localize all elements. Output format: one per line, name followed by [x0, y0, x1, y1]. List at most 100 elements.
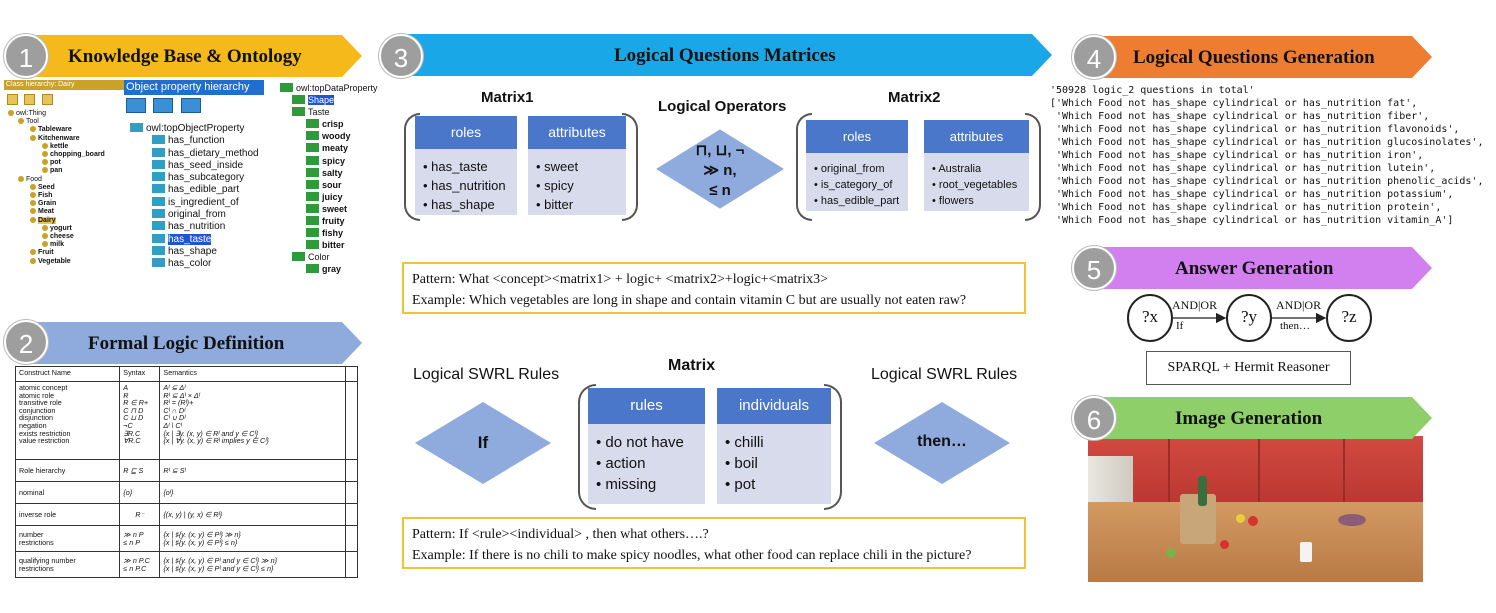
lime [1166, 548, 1176, 558]
add-sibling-icon[interactable] [24, 94, 36, 105]
tree-node-selected[interactable]: has_taste [130, 233, 259, 246]
add-subproperty-icon[interactable] [126, 98, 146, 113]
tree-node[interactable]: Seed [8, 183, 105, 192]
delete-property-icon[interactable] [180, 98, 201, 113]
tree-node-selected[interactable]: Shape [280, 94, 378, 106]
class-icon [42, 142, 48, 149]
data-property-icon [306, 228, 319, 238]
cabinet-line [1258, 436, 1260, 506]
tree-node[interactable]: owl:topDataProperty [280, 82, 378, 94]
question-line: ['Which Food not has_shape cylindrical o… [1050, 98, 1418, 109]
property-icon [152, 172, 165, 182]
tree-node[interactable]: has_dietary_method [130, 147, 259, 160]
matrix1-col1-body: has_taste has_nutrition has_shape [415, 149, 517, 215]
step6-banner [1092, 397, 1432, 439]
step2-title: Formal Logic Definition [88, 333, 285, 354]
tree-node[interactable]: sour [280, 179, 378, 191]
tree-node[interactable]: Grain [8, 200, 105, 208]
table-cell: Role hierarchy [14, 459, 121, 482]
data-property-icon [292, 252, 305, 262]
tree-node[interactable]: Food [8, 175, 105, 184]
table-cell: ≫ n P≤ n P [119, 525, 161, 552]
tree-node[interactable]: juicy [280, 191, 378, 203]
tree-node[interactable]: has_color [130, 258, 259, 270]
list-item: Australia [932, 161, 1021, 177]
tree-node[interactable]: meaty [280, 142, 378, 154]
tree-node[interactable]: kettle [8, 142, 105, 151]
tree-node[interactable]: owl:topObjectProperty [130, 123, 259, 135]
table-row: Role hierarchy R ⊑ S Rᴵ ⊆ Sᴵ [14, 459, 359, 482]
tree-node[interactable]: fruity [280, 215, 378, 227]
red-cabinet-wall [1088, 436, 1423, 512]
tree-node[interactable]: woody [280, 130, 378, 142]
data-property-tree: owl:topDataProperty Shape Taste crisp wo… [280, 82, 378, 276]
data-property-icon [306, 119, 319, 129]
question-line: 'Which Food not has_shape cylindrical or… [1050, 137, 1484, 148]
tree-node[interactable]: Tool [8, 118, 105, 126]
tree-node[interactable]: spicy [280, 155, 378, 167]
tree-node[interactable]: has_function [130, 135, 259, 147]
tree-node[interactable]: chopping_board [8, 151, 105, 159]
class-icon [30, 192, 36, 199]
data-property-icon [280, 83, 293, 92]
table-cell: nominal [14, 481, 121, 504]
tree-node[interactable]: owl:Thing [8, 110, 105, 118]
tree-node[interactable]: has_seed_inside [130, 159, 259, 172]
step3-title: Logical Questions Matrices [614, 45, 836, 66]
question-line: 'Which Food not has_shape cylindrical or… [1050, 176, 1484, 187]
question-count: '50928 logic_2 questions in total' [1050, 85, 1255, 96]
tree-node[interactable]: gray [280, 263, 378, 275]
step6-badge: 6 [1072, 396, 1116, 440]
data-property-icon [306, 191, 319, 201]
diamond-shape [656, 129, 784, 209]
object-property-tree: owl:topObjectProperty has_function has_d… [130, 123, 259, 271]
tree-node[interactable]: pot [8, 159, 105, 167]
class-icon [30, 183, 36, 190]
tree-node-selected[interactable]: Dairy [8, 216, 105, 225]
tree-node[interactable]: Vegetable [8, 257, 105, 266]
tree-node[interactable]: cheese [8, 233, 105, 241]
tree-node[interactable]: bitter [280, 239, 378, 251]
tree-node[interactable]: Fruit [8, 249, 105, 257]
tree-node[interactable]: Tableware [8, 126, 105, 134]
tomato [1220, 540, 1229, 549]
tree-node[interactable]: yogurt [8, 224, 105, 233]
tree-node[interactable]: sweet [280, 203, 378, 215]
tree-node[interactable]: Color [280, 251, 378, 263]
tree-node[interactable]: crisp [280, 118, 378, 130]
delete-class-icon[interactable] [41, 94, 53, 105]
class-icon [30, 249, 36, 256]
tree-node[interactable]: has_subcategory [130, 172, 259, 184]
bowl [1338, 514, 1366, 526]
list-item: action [596, 453, 697, 474]
list-item: do not have [596, 432, 697, 453]
step5-title: Answer Generation [1175, 258, 1334, 279]
question-line: 'Which Food not has_shape cylindrical or… [1050, 189, 1454, 200]
table-cell: R ⊑ S [119, 459, 161, 482]
step4-banner [1092, 36, 1432, 78]
tree-node[interactable]: Meat [8, 208, 105, 216]
table-cell: inverse role [14, 503, 121, 526]
example-text: Example: Which vegetables are long in sh… [412, 293, 967, 308]
tree-node[interactable]: Kitchenware [8, 134, 105, 143]
tree-node[interactable]: is_ingredient_of [130, 196, 259, 209]
tree-node[interactable]: has_edible_part [130, 184, 259, 196]
tree-node[interactable]: milk [8, 241, 105, 249]
tree-node[interactable]: has_nutrition [130, 221, 259, 233]
edge1-bottom-label: If [1176, 320, 1184, 332]
data-property-icon [306, 155, 319, 165]
step5-badge: 5 [1072, 246, 1116, 290]
tree-node[interactable]: has_shape [130, 245, 259, 258]
property-icon [152, 258, 165, 268]
tree-node[interactable]: salty [280, 167, 378, 179]
add-subclass-icon[interactable] [7, 94, 18, 105]
step1-title: Knowledge Base & Ontology [68, 46, 302, 67]
tree-node[interactable]: original_from [130, 209, 259, 221]
tree-node[interactable]: fishy [280, 227, 378, 239]
add-sibling-property-icon[interactable] [153, 98, 174, 113]
tree-node[interactable]: Fish [8, 192, 105, 200]
tree-node[interactable]: Taste [280, 106, 378, 118]
tree-node[interactable]: pan [8, 167, 105, 175]
